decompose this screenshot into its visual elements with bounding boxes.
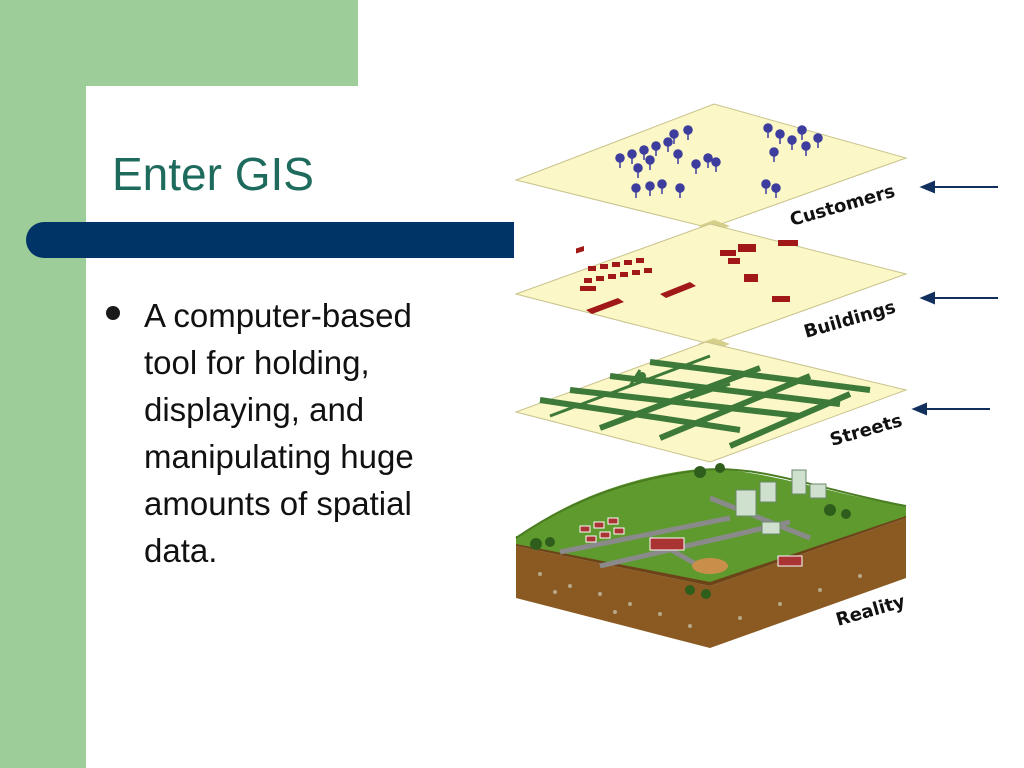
streets-layer: Streets (514, 341, 908, 463)
left-green-bar (0, 0, 86, 768)
customer-points (615, 123, 823, 198)
reality-layer: Reality (515, 463, 908, 648)
slide-title: Enter GIS (112, 148, 314, 200)
arrow-buildings-icon (919, 291, 998, 305)
customers-layer: Customers (514, 103, 908, 231)
top-green-bar (0, 0, 358, 86)
bullet-dot-icon (106, 306, 120, 320)
gis-layers-illustration: Customers Buildin (514, 103, 998, 648)
layer-label-streets: Streets (828, 410, 905, 451)
arrow-customers-icon (919, 180, 998, 194)
buildings-layer: Buildings (514, 223, 908, 345)
bullet-text: A computer-based tool for holding, displ… (144, 297, 414, 569)
title-underline-band (26, 222, 514, 258)
content-panel (86, 86, 1024, 768)
arrow-streets-icon (911, 402, 990, 416)
